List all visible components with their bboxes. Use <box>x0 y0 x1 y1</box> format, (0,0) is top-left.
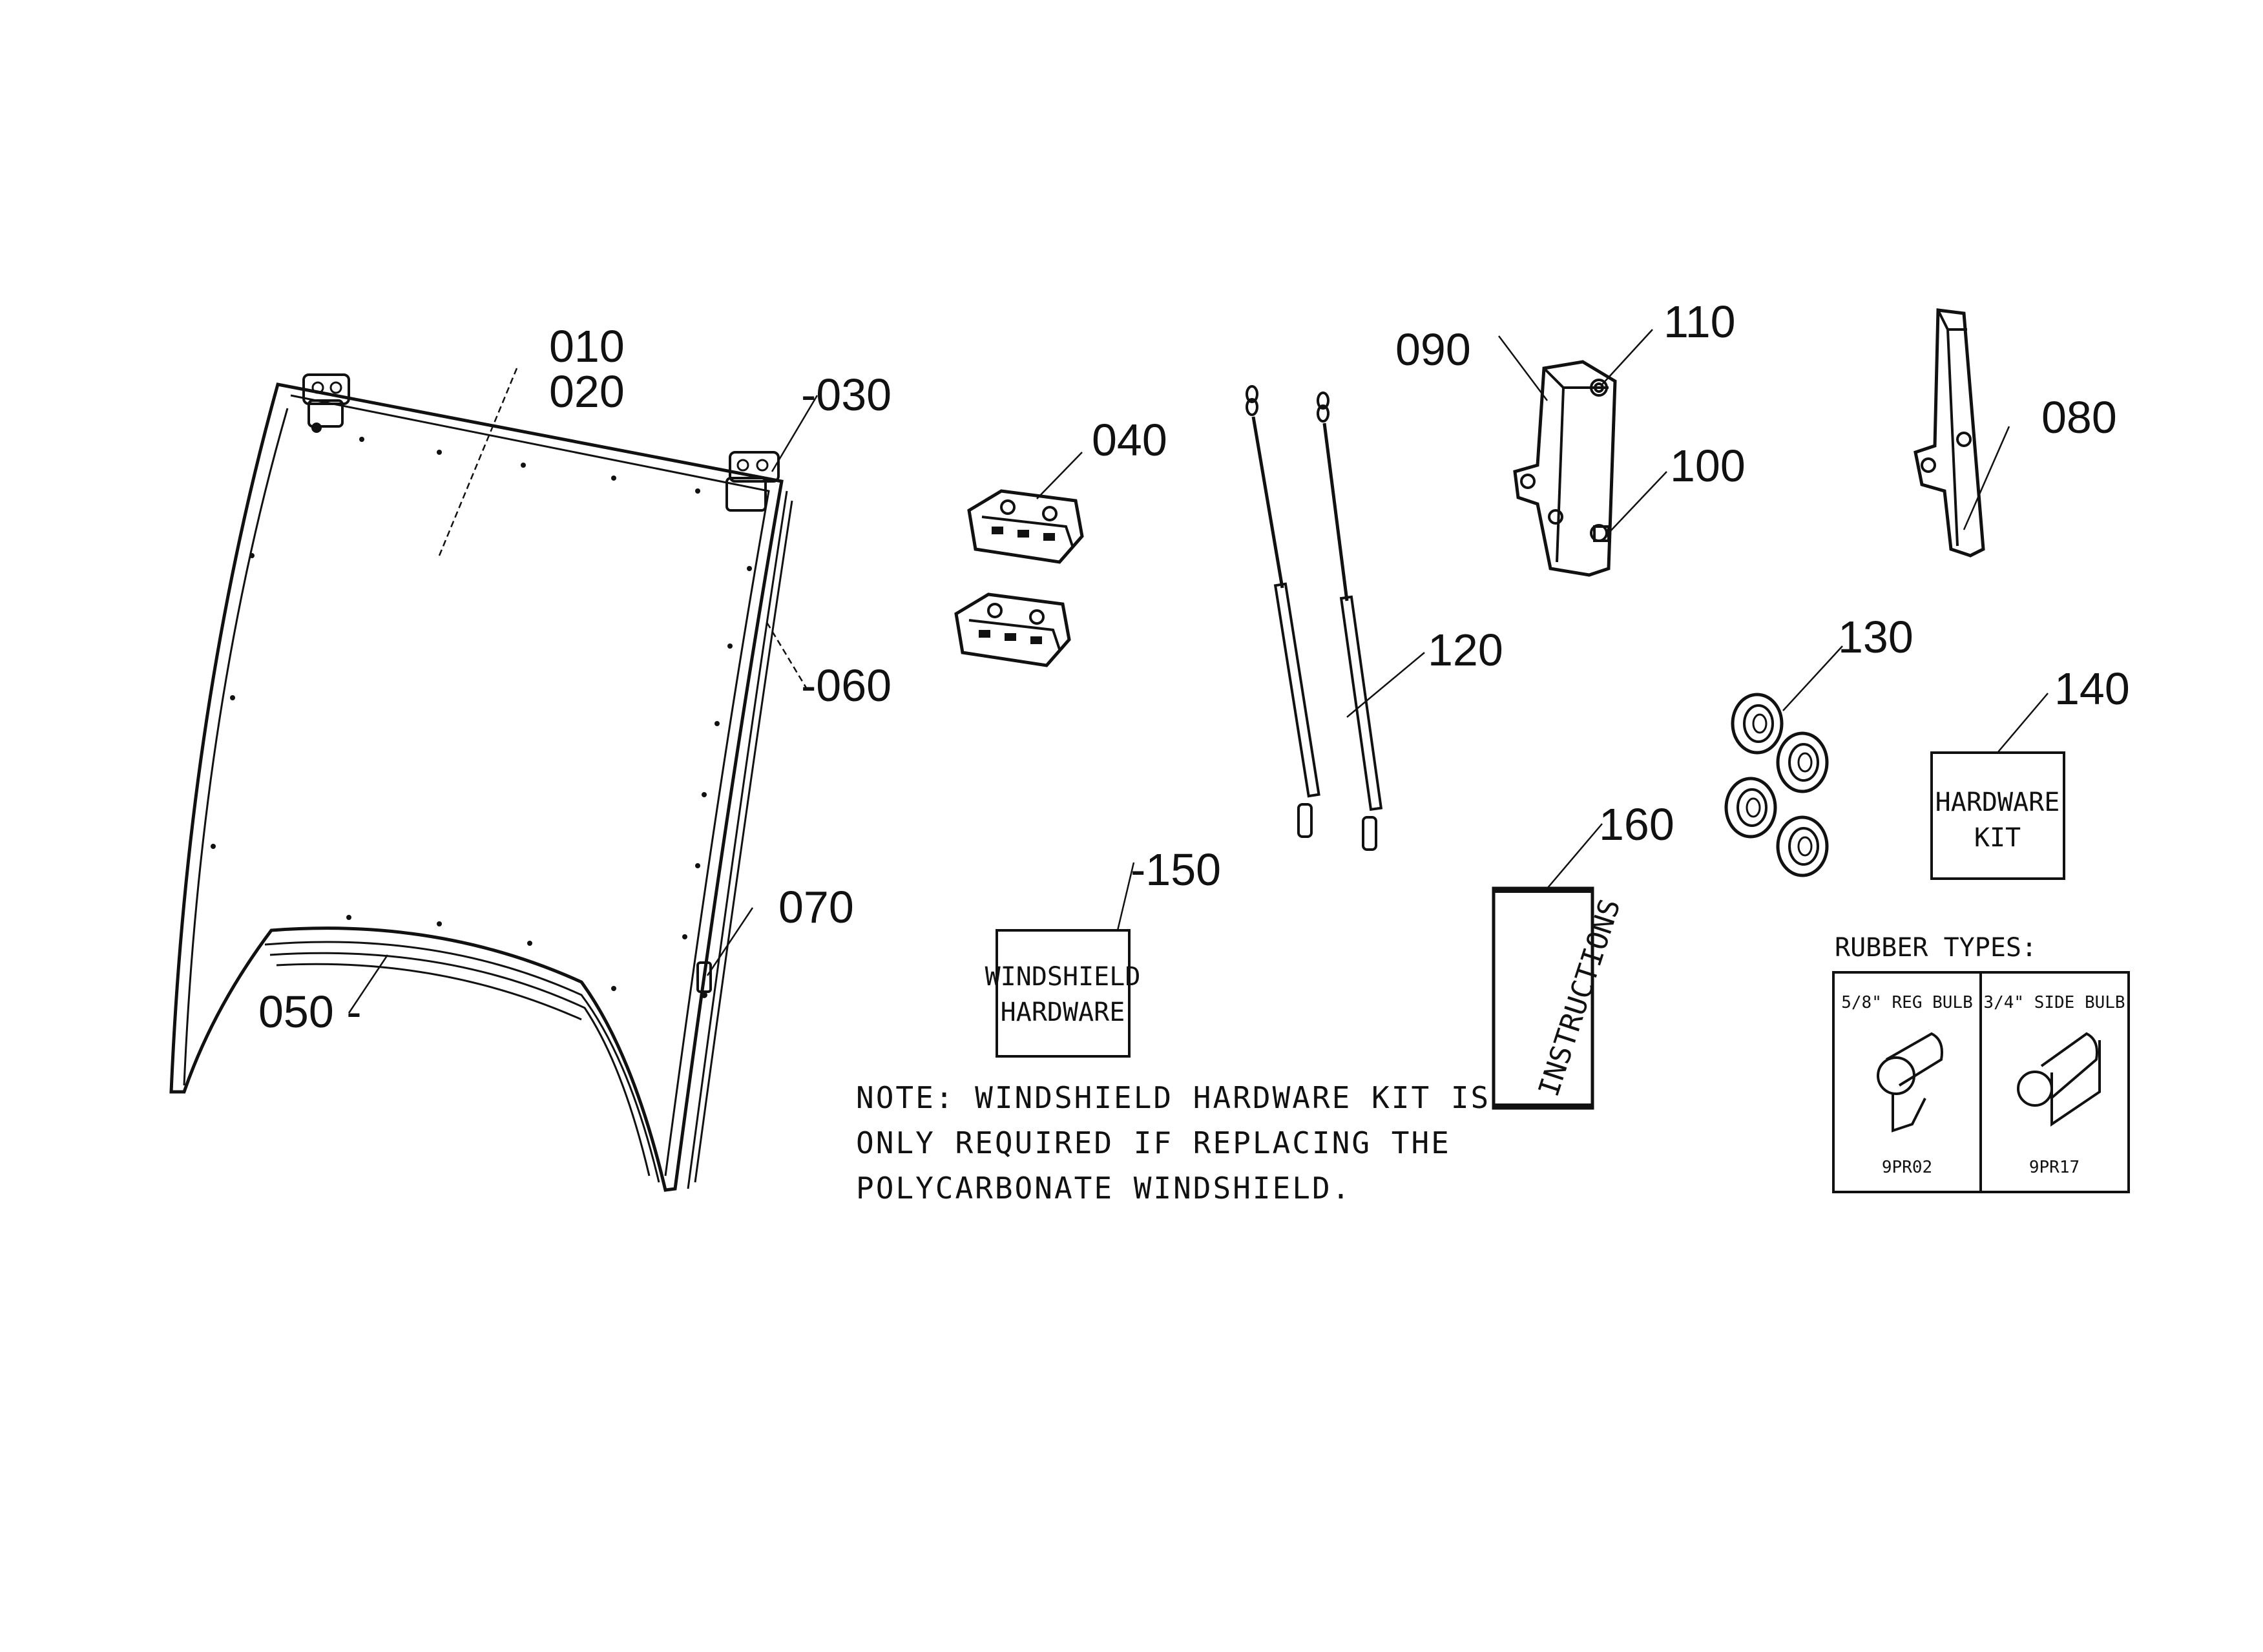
hinge-right <box>725 451 780 512</box>
rubber-right-header: 3/4" SIDE BULB <box>1983 993 2125 1012</box>
windshield-panel <box>169 382 793 1192</box>
bracket-080 <box>1914 308 1985 558</box>
callout-090: 090 <box>1395 324 1471 375</box>
rubber-types-title: RUBBER TYPES: <box>1835 933 2037 963</box>
callout-040: 040 <box>1092 415 1167 465</box>
note-line2: ONLY REQUIRED IF REPLACING THE <box>856 1125 1451 1160</box>
hardware-kit-line2: KIT <box>1974 823 2021 853</box>
callout-150: -150 <box>1131 844 1221 895</box>
note-text: NOTE: WINDSHIELD HARDWARE KIT IS ONLY RE… <box>856 1080 1490 1206</box>
callout-120: 120 <box>1428 625 1503 675</box>
leader-lines <box>348 329 2049 1014</box>
callout-130: 130 <box>1838 612 1914 662</box>
bolt-100 <box>1593 525 1610 542</box>
callouts: 010 020 -030 040 050 - -060 070 080 090 … <box>258 297 2130 1037</box>
callout-160: 160 <box>1599 799 1674 850</box>
bolt-110 <box>1594 382 1604 393</box>
side-bulb-icon <box>2017 1032 2101 1127</box>
reg-bulb-icon <box>1877 1032 1943 1133</box>
rubber-right-part: 9PR17 <box>2029 1158 2080 1177</box>
gas-strut-left <box>1246 385 1320 838</box>
rubber-left-header: 5/8" REG BULB <box>1841 993 1973 1012</box>
callout-060: -060 <box>801 660 892 711</box>
instructions-label: INSTRUCTIONS <box>1532 895 1627 1100</box>
callout-100: 100 <box>1670 441 1746 491</box>
callout-080: 080 <box>2041 392 2117 443</box>
callout-070: 070 <box>778 882 854 932</box>
note-line1: NOTE: WINDSHIELD HARDWARE KIT IS <box>856 1080 1490 1115</box>
windshield-hardware-line1: WINDSHIELD <box>985 962 1141 992</box>
rubber-types-table: RUBBER TYPES: 5/8" REG BULB 3/4" SIDE BU… <box>1832 933 2130 1193</box>
bracket-090 <box>1513 360 1617 577</box>
bumper-block-bottom <box>954 592 1071 667</box>
hinge-left <box>302 373 350 433</box>
bumper-block-top <box>967 489 1084 564</box>
instructions-sheet: INSTRUCTIONS <box>1492 886 1627 1110</box>
callout-010: 010 <box>549 321 625 371</box>
rubber-left-part: 9PR02 <box>1882 1158 1932 1177</box>
callout-140: 140 <box>2054 664 2130 714</box>
gas-strut-right <box>1317 392 1383 851</box>
callout-050: 050 - <box>258 987 362 1037</box>
panel-holes <box>211 437 752 991</box>
hardware-kit-line1: HARDWARE <box>1935 788 2060 817</box>
windshield-hardware-box: WINDSHIELD HARDWARE <box>985 929 1141 1058</box>
latch-070 <box>696 961 712 998</box>
callout-110: 110 <box>1663 297 1736 347</box>
hardware-kit-box: HARDWARE KIT <box>1930 751 2065 880</box>
windshield-hardware-line2: HARDWARE <box>1001 998 1125 1027</box>
callout-020: 020 <box>549 366 625 417</box>
grommets-130 <box>1724 693 1829 877</box>
callout-030: -030 <box>801 370 892 420</box>
note-line3: POLYCARBONATE WINDSHIELD. <box>856 1171 1351 1206</box>
